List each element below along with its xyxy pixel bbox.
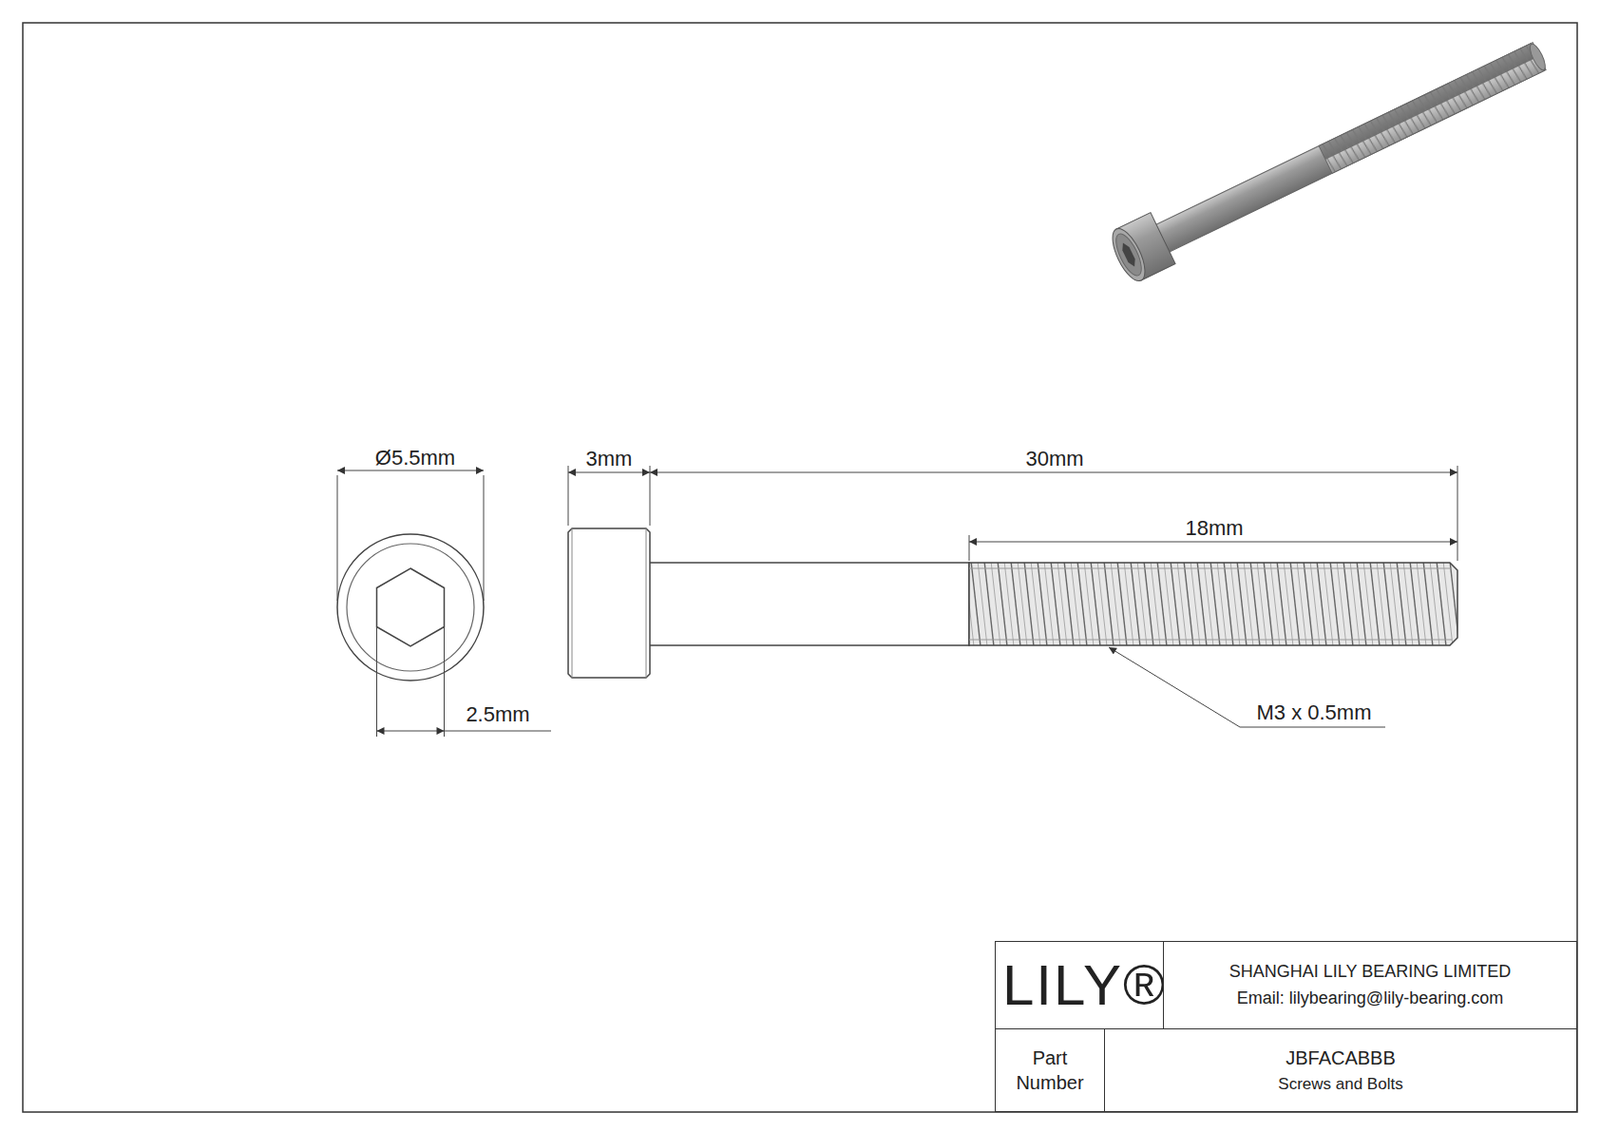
length-dimension: 30mm: [1022, 447, 1086, 471]
thread-callout: M3 x 0.5mm: [1253, 701, 1374, 724]
company-cell: SHANGHAI LILY BEARING LIMITED Email: lily…: [1162, 940, 1578, 1029]
cell-heading: LILY®: [1002, 948, 1167, 1023]
cell-heading: Part Number: [1002, 1045, 1098, 1095]
cell-text: Email: lilybearing@lily-bearing.com: [1237, 987, 1504, 1010]
cell-heading: SHANGHAI LILY BEARING LIMITED: [1229, 960, 1511, 983]
thread-length-dimension: 18mm: [1181, 516, 1246, 540]
cell-text: Screws and Bolts: [1277, 1073, 1403, 1095]
part-label-cell: Part Number: [994, 1028, 1105, 1112]
hex-size-dimension: 2.5mm: [462, 703, 533, 726]
logo-cell: LILY®: [994, 940, 1175, 1029]
head-height-dimension: 3mm: [583, 447, 636, 471]
diameter-dimension: Ø5.5mm: [372, 446, 458, 470]
cell-heading: JBFACABBB: [1285, 1045, 1396, 1070]
part-number-cell: JBFACABBB Screws and Bolts: [1104, 1028, 1578, 1112]
